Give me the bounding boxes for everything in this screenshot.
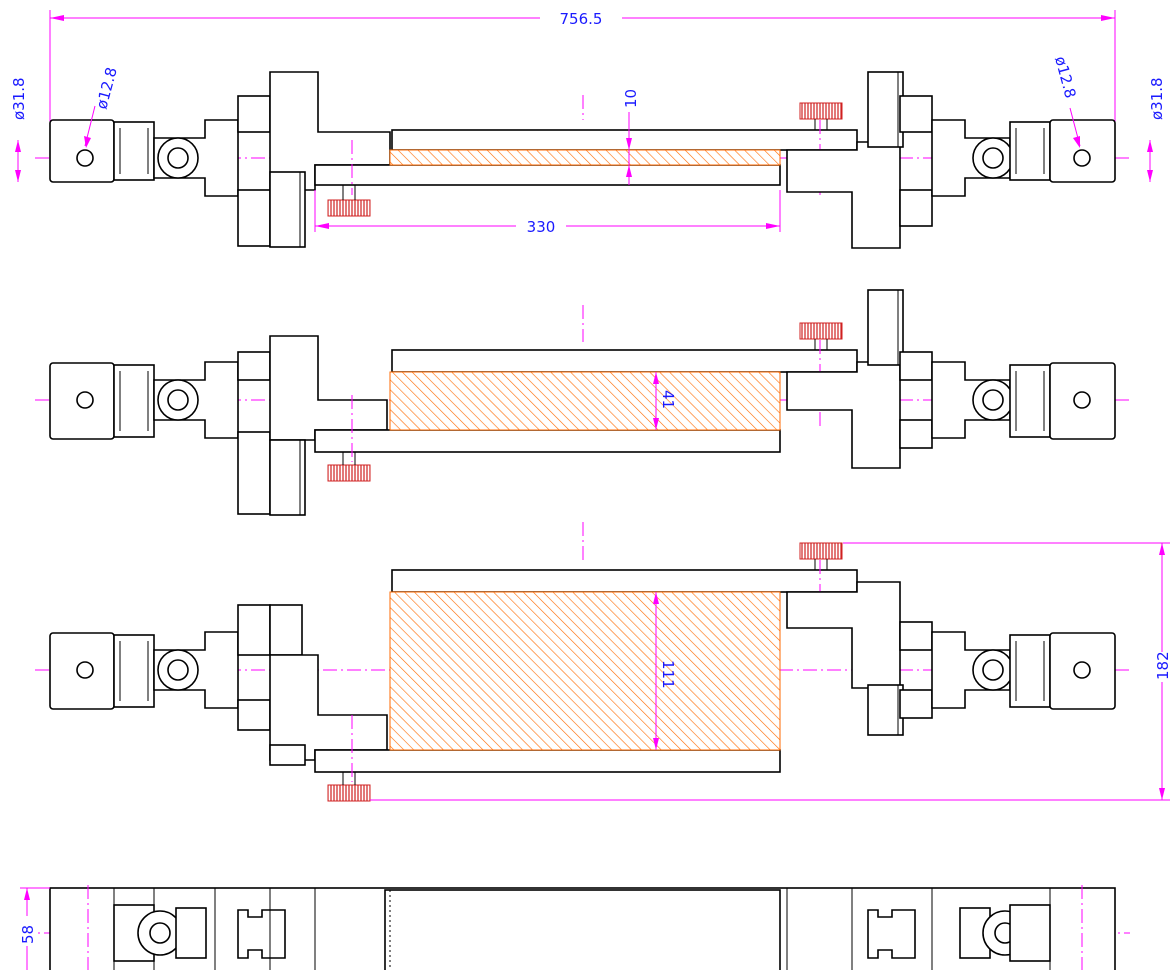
top-view: 58 xyxy=(18,885,1130,970)
knob-mid-top-right[interactable] xyxy=(799,322,843,340)
max-gap-label: 111 xyxy=(659,660,677,689)
knob-top-right[interactable] xyxy=(799,102,843,120)
bore-right-label: ø31.8 xyxy=(1148,77,1166,120)
plate-length-label: 330 xyxy=(527,218,556,236)
min-gap-label: 10 xyxy=(622,89,640,108)
mid-gap-label: 41 xyxy=(659,390,677,409)
max-height-label: 182 xyxy=(1154,651,1172,680)
knob-open-bottom-left[interactable] xyxy=(327,784,371,802)
closed-view: ø31.8 ø12.8 ø31.8 ø12.8 10 330 xyxy=(10,54,1166,249)
hole-right-label: ø12.8 xyxy=(1051,54,1079,100)
knob-open-top-right[interactable] xyxy=(799,542,843,560)
knob-mid-bottom-left[interactable] xyxy=(327,464,371,482)
hole-left-label: ø12.8 xyxy=(92,65,120,111)
overall-length-dimension: 756.5 xyxy=(49,8,1116,180)
thickness-label: 58 xyxy=(19,925,37,944)
bore-left-label: ø31.8 xyxy=(10,77,28,120)
mid-view: 41 xyxy=(35,289,1130,516)
knob-bottom-left[interactable] xyxy=(327,199,371,217)
overall-length-label: 756.5 xyxy=(560,10,603,28)
open-view: 111 182 xyxy=(35,522,1172,802)
